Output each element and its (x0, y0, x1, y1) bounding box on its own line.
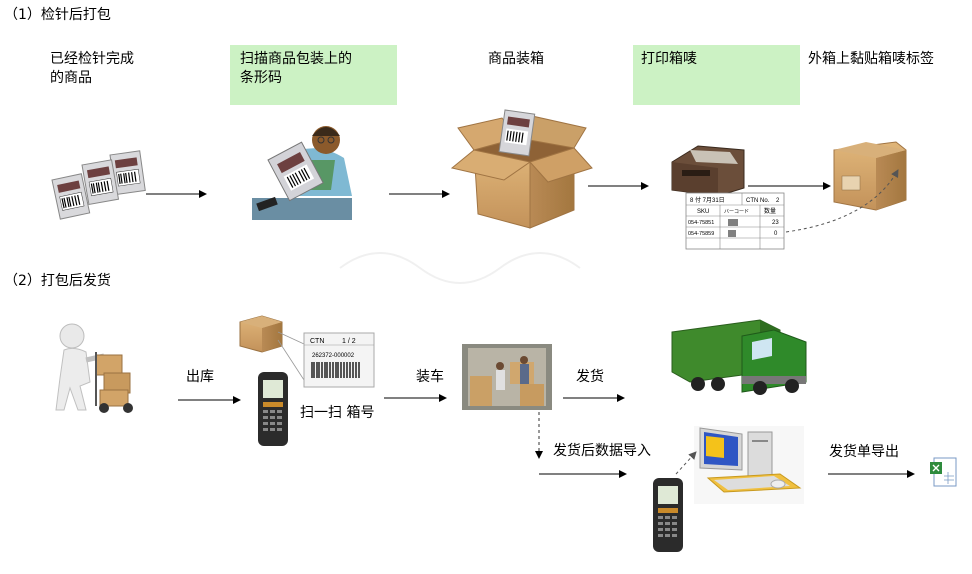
step2-label-line1: 扫描商品包装上的 (240, 51, 352, 67)
step5-label: 外箱上黏贴箱唛标签 (808, 51, 934, 67)
labelled-box-icon (833, 141, 907, 211)
dashed-arrow-label-to-box (785, 169, 899, 233)
scan-label: 扫一扫 箱号 (300, 405, 375, 421)
out-label: 出库 (186, 369, 214, 385)
tag-leader-line-2 (277, 339, 305, 381)
label-row2-sku: 054-75859 (688, 231, 714, 237)
export-label: 发货单导出 (829, 444, 899, 460)
step2-label-line2: 条形码 (240, 70, 282, 86)
handheld-scanner-icon-2 (653, 478, 683, 552)
section2-title: （2）打包后发货 (4, 273, 111, 289)
label-col-qty: 数量 (764, 207, 776, 215)
handheld-scanner-icon (258, 372, 288, 446)
step2-label: 扫描商品包装上的 条形码 (240, 50, 352, 88)
step4-label: 打印箱唛 (641, 51, 697, 67)
label-col-sku: SKU (697, 209, 709, 215)
import-label: 发货后数据导入 (553, 443, 651, 459)
section1-title: （1）检针后打包 (4, 7, 111, 23)
printer-icon (671, 145, 745, 197)
step1-label: 已经检针完成 的商品 (50, 50, 134, 88)
packaged-goods-icon (51, 150, 146, 220)
step4-highlight (633, 45, 800, 105)
label-row2-qty: 0 (774, 231, 778, 237)
computer-icon (694, 426, 804, 504)
label-ctn-value: 2 (776, 198, 780, 204)
shipping-label-icon: 8 付 7月31日 CTN No. 2 SKU バーコード 数量 054-758… (685, 192, 785, 250)
label-date: 8 付 7月31日 (690, 196, 725, 204)
hand-truck-worker-icon (55, 323, 133, 413)
label-row1-qty: 23 (772, 220, 779, 226)
container-loading-icon (462, 344, 552, 410)
step1-label-line1: 已经检针完成 (50, 51, 134, 67)
load-label: 装车 (416, 369, 444, 385)
carton-tag-icon: CTN 1 / 2 262372-000002 (303, 332, 375, 388)
ship-label: 发货 (576, 369, 604, 385)
label-ctn-no: CTN No. (746, 198, 770, 204)
tag-count: 1 / 2 (342, 338, 356, 345)
step1-label-line2: 的商品 (50, 70, 92, 86)
dashed-arrow-scanner-to-pc (675, 451, 697, 475)
label-row1-sku: 054-75851 (688, 220, 714, 226)
excel-file-icon (930, 457, 957, 487)
faint-divider (339, 252, 581, 284)
worker-scanning-icon (252, 126, 352, 220)
tag-leader-line (277, 331, 305, 345)
step3-label: 商品装箱 (488, 51, 544, 67)
step2-highlight (230, 45, 397, 105)
label-col-barcode: バーコード (724, 209, 749, 215)
truck-icon (671, 319, 807, 395)
carton-box-icon (239, 315, 283, 353)
open-box-icon (450, 109, 593, 229)
tag-ctn: CTN (310, 338, 324, 345)
tag-number: 262372-000002 (312, 353, 355, 359)
